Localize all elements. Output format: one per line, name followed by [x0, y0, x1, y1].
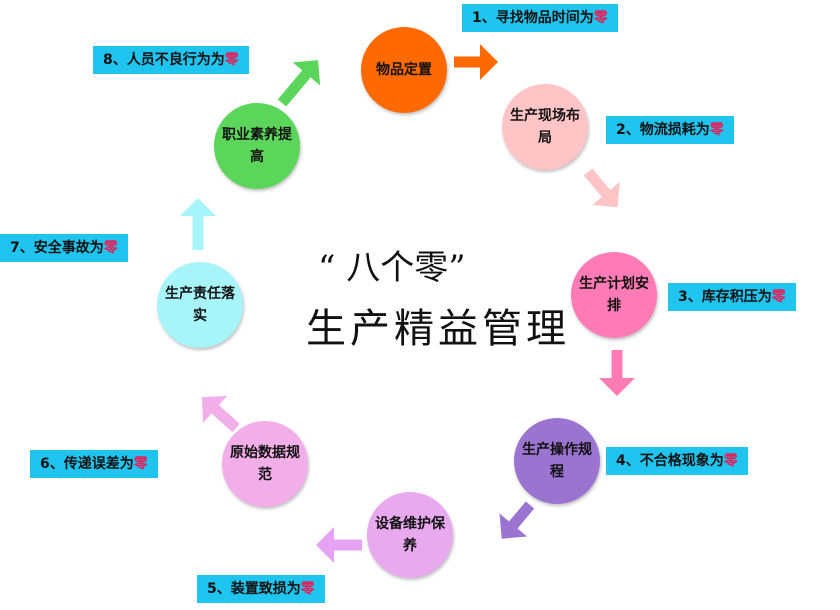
flow-arrow-7 [180, 198, 216, 250]
node-production-plan: 生产计划安排 [571, 252, 657, 338]
label-7-safety-accident: 7、安全事故为零 [0, 234, 128, 262]
label-8-personnel-behavior: 8、人员不良行为为零 [93, 46, 249, 74]
flow-arrow-8 [277, 60, 321, 107]
label-2-logistics-loss: 2、物流损耗为零 [606, 116, 734, 144]
diagram-title-line2: 生产精益管理 [306, 306, 570, 352]
node-professional-quality: 职业素养提高 [214, 103, 300, 189]
node-equipment-maintenance: 设备维护保养 [367, 492, 453, 578]
node-item-placement: 物品定置 [361, 27, 447, 113]
node-raw-data-standard: 原始数据规范 [222, 421, 308, 507]
label-6-transfer-error: 6、传递误差为零 [30, 450, 158, 478]
label-5-device-damage: 5、装置致损为零 [197, 575, 325, 603]
flow-arrow-4 [499, 501, 535, 539]
flow-arrow-3 [599, 350, 635, 396]
label-4-nonconformance: 4、不合格现象为零 [606, 447, 748, 475]
label-1-search-time: 1、寻找物品时间为零 [462, 4, 618, 32]
node-operating-procedure: 生产操作规程 [514, 418, 600, 504]
node-responsibility: 生产责任落实 [157, 262, 243, 348]
label-3-inventory-backlog: 3、库存积压为零 [668, 283, 796, 311]
flow-arrow-1 [454, 44, 498, 80]
flow-arrow-2 [583, 168, 620, 208]
node-site-layout: 生产现场布局 [502, 84, 588, 170]
flow-arrow-6 [201, 395, 240, 433]
flow-arrow-5 [316, 527, 362, 563]
diagram-title-line1: “ 八个零” [318, 248, 466, 288]
